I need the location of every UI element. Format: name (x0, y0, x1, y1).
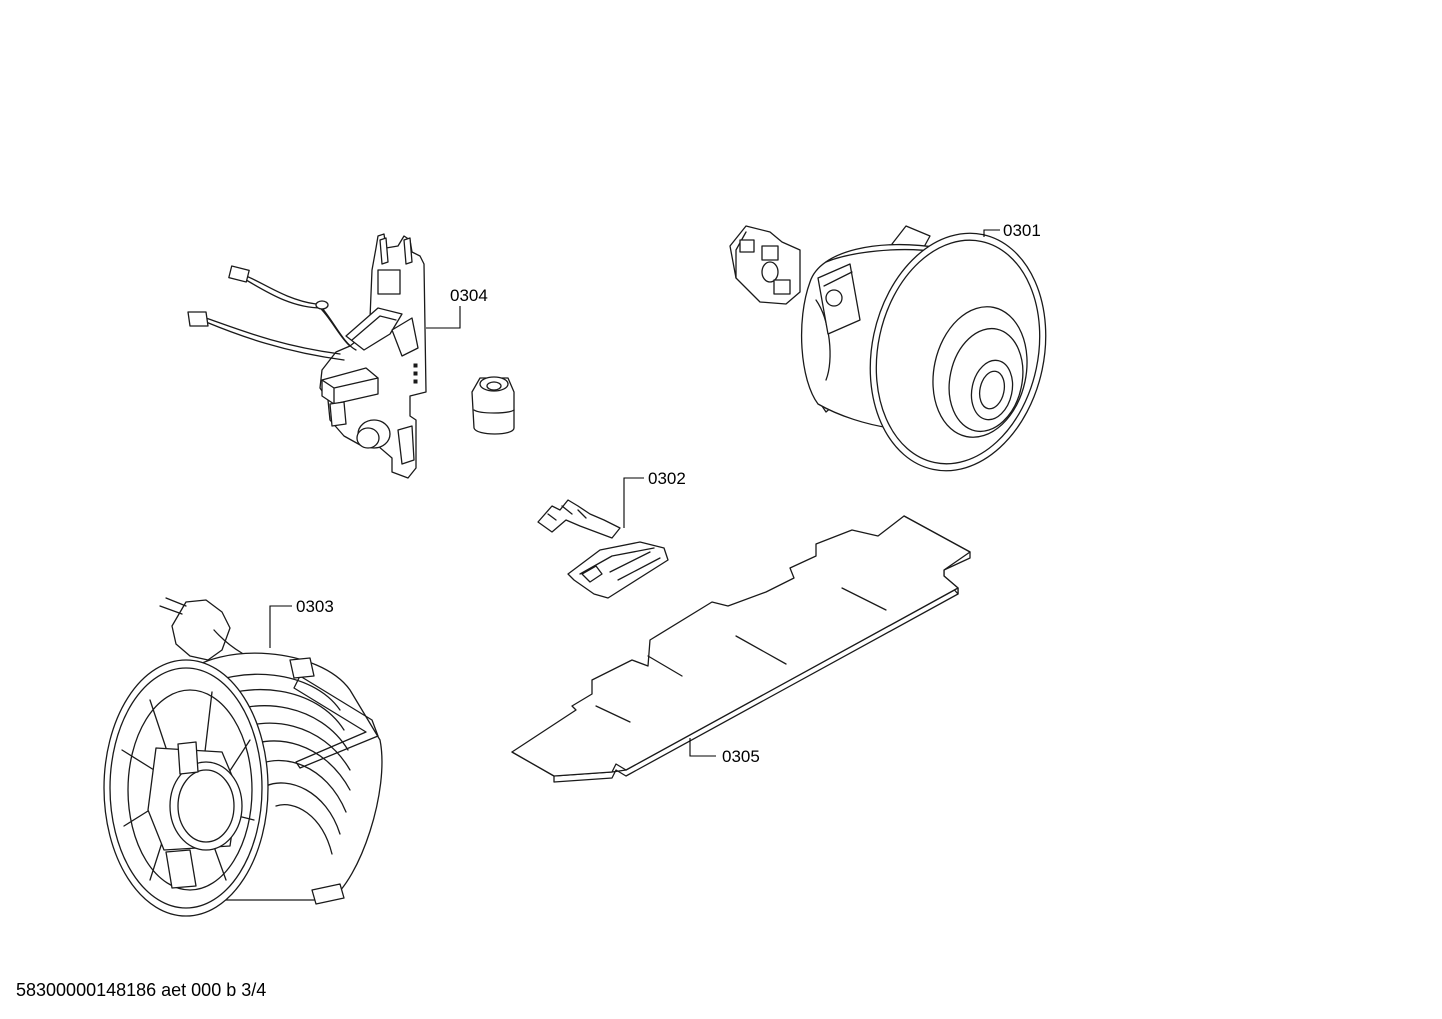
switch-connector-drawing (537, 477, 669, 599)
label-0302: 0302 (648, 469, 686, 488)
control-board-drawing (187, 233, 515, 479)
label-0305: 0305 (722, 747, 760, 766)
cable-reel-drawing (103, 597, 383, 917)
label-0301: 0301 (1003, 221, 1041, 240)
label-0303: 0303 (296, 597, 334, 616)
seal-plate-drawing (511, 515, 971, 783)
label-0304: 0304 (450, 286, 488, 305)
motor-drawing (729, 225, 1047, 472)
document-id-footer: 58300000148186 aet 000 b 3/4 (16, 980, 266, 1000)
